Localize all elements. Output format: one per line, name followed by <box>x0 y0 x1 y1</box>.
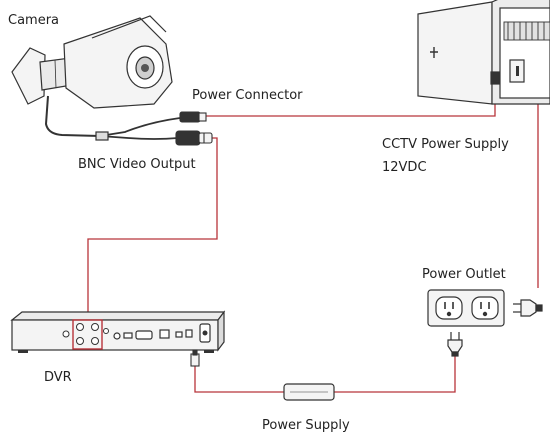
cctv-supply-plug <box>513 299 543 317</box>
brick-power-wire <box>334 355 456 393</box>
label-power-connector: Power Connector <box>192 88 303 103</box>
label-bnc-video-output: BNC Video Output <box>78 157 196 172</box>
psu-wall-plug <box>447 332 463 357</box>
dvr-hdmi-port <box>123 332 133 339</box>
camera-shield <box>91 15 167 39</box>
label-cctv-power-supply: CCTV Power Supply <box>382 137 509 152</box>
bnc-input-highlight <box>72 319 103 350</box>
label-power-supply: Power Supply <box>262 418 350 433</box>
label-power-outlet: Power Outlet <box>422 267 506 282</box>
camera-mount <box>11 47 46 105</box>
power-supply-door <box>417 1 493 105</box>
label-camera: Camera <box>8 13 59 28</box>
dvr-bnc-ports <box>62 323 109 345</box>
bullet-camera <box>11 15 181 141</box>
dvr-usb-port <box>175 331 183 338</box>
dvr-unit <box>10 310 226 353</box>
dvr-power-wire <box>194 366 284 393</box>
dvr-lan-port <box>159 329 170 339</box>
cable-split-power <box>99 117 181 137</box>
dvr-top <box>10 311 226 321</box>
cable-split-video <box>99 135 179 140</box>
cctv-power-supply-box <box>417 0 550 105</box>
door-lock <box>430 47 438 58</box>
video-wire <box>87 137 218 319</box>
power-outlet <box>427 289 505 327</box>
power-connector <box>179 111 207 123</box>
dvr-dc-plug <box>190 349 200 367</box>
terminal-strip <box>503 21 550 41</box>
dvr-vga-port <box>135 330 153 340</box>
label-dvr: DVR <box>44 370 72 385</box>
camera-cable <box>44 95 101 137</box>
label-voltage: 12VDC <box>382 160 427 175</box>
bnc-connector <box>175 130 213 146</box>
power-supply-brick <box>283 383 335 401</box>
